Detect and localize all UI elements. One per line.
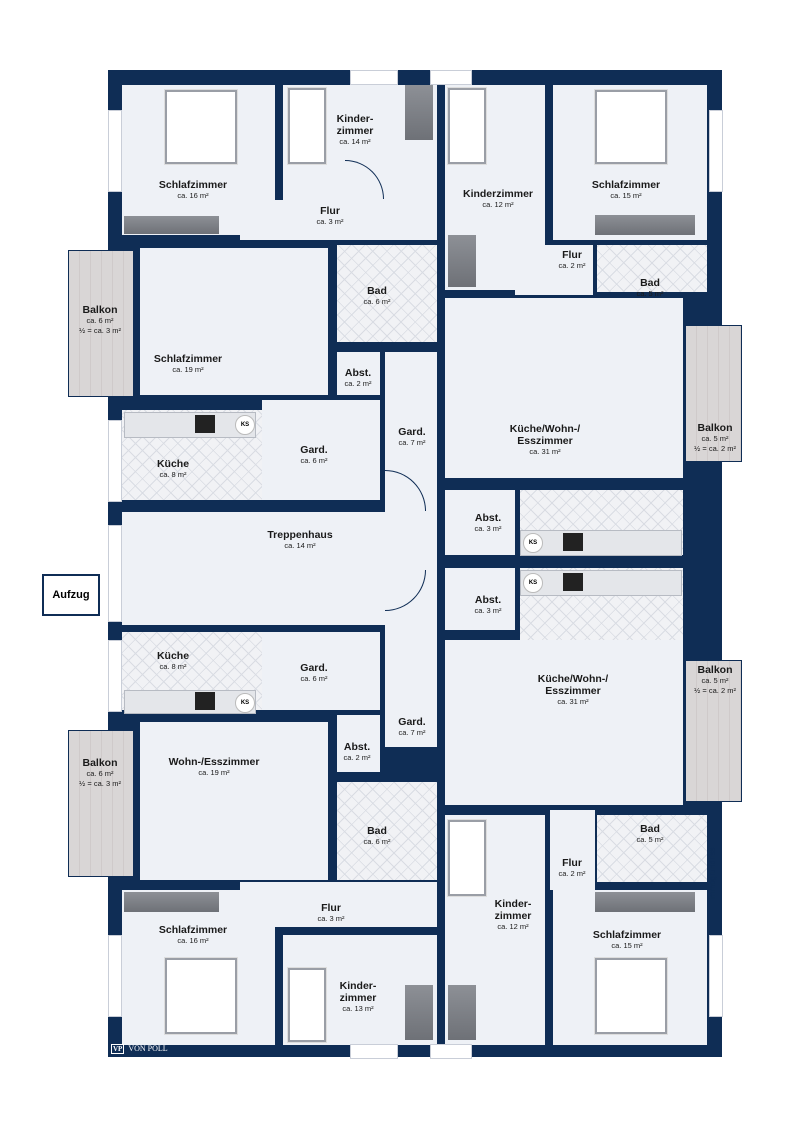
bed-icon	[595, 90, 667, 164]
fridge-label: KS	[235, 693, 255, 713]
fridge-label: KS	[523, 533, 543, 553]
balcony-top-left	[68, 250, 134, 397]
bed-icon	[448, 820, 486, 896]
desk-icon	[405, 985, 433, 1040]
wardrobe-icon	[124, 892, 219, 912]
bed-icon	[288, 88, 326, 164]
wardrobe-icon	[595, 215, 695, 235]
room-label: Gard.ca. 6 m²	[300, 444, 328, 465]
credit-text: immogrundriss	[708, 847, 717, 900]
wardrobe-icon	[595, 892, 695, 912]
wardrobe-icon	[124, 216, 219, 234]
desk-icon	[405, 85, 433, 140]
room-label: Abst.ca. 3 m²	[474, 512, 502, 533]
bed-icon	[448, 88, 486, 164]
room-label: Abst.ca. 2 m²	[343, 741, 371, 762]
fridge-label: KS	[523, 573, 543, 593]
bed-icon	[595, 958, 667, 1034]
balcony-bottom-left	[68, 730, 134, 877]
balcony-bottom-right	[685, 660, 742, 802]
bed-icon	[288, 968, 326, 1042]
room-label: Gard.ca. 7 m²	[398, 426, 426, 447]
logo-mark: VP	[111, 1043, 125, 1054]
room-label: Gard.ca. 6 m²	[300, 662, 328, 683]
desk-icon	[448, 235, 476, 287]
bed-icon	[165, 90, 237, 164]
room-label: Abst.ca. 2 m²	[344, 367, 372, 388]
elevator-label: Aufzug	[42, 574, 100, 616]
balcony-top-right	[685, 325, 742, 462]
desk-icon	[448, 985, 476, 1040]
bed-icon	[165, 958, 237, 1034]
room-label: Abst.ca. 3 m²	[474, 594, 502, 615]
logo-name: VON POLL	[128, 1044, 168, 1053]
fridge-label: KS	[235, 415, 255, 435]
room-label: Gard.ca. 7 m²	[398, 716, 426, 737]
